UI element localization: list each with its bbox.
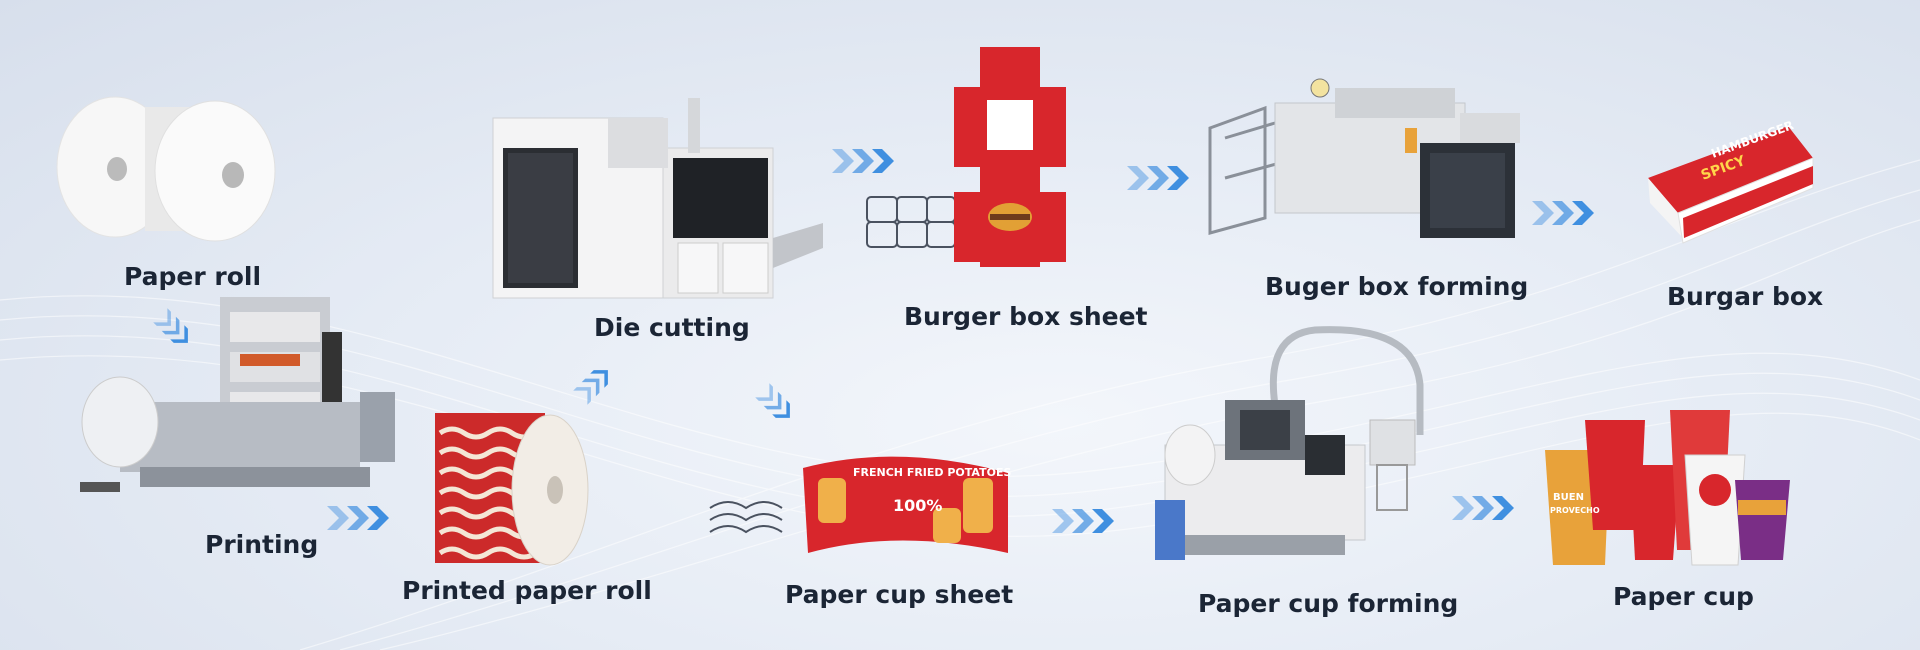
arrow-die-cutting-to-cup-sheet <box>755 383 790 418</box>
label-paper-cup-sheet: Paper cup sheet <box>785 580 1014 609</box>
arrow-box-forming-to-burger-box <box>1532 201 1594 225</box>
cup-sheet-print-title: FRENCH FRIED POTATOES <box>853 466 1011 479</box>
burger-box-illustration: HAMBURGER SPICY <box>1648 118 1814 244</box>
arrow-die-cutting-to-box-sheet <box>832 149 894 173</box>
cup-sheet-print-percent: 100% <box>893 496 942 515</box>
label-paper-cup-forming: Paper cup forming <box>1198 589 1459 618</box>
die-cutting-machine-illustration <box>492 98 823 299</box>
label-printed-paper-roll: Printed paper roll <box>402 576 652 605</box>
printed-paper-roll-illustration <box>435 413 589 566</box>
paper-roll-illustration <box>56 96 276 242</box>
label-burger-box-sheet: Burger box sheet <box>904 302 1148 331</box>
arrow-printed-roll-to-die-cutting <box>573 370 608 405</box>
arrow-box-sheet-to-box-forming <box>1127 166 1189 190</box>
burger-box-forming-machine-illustration <box>1208 78 1520 238</box>
cup-print-buen: BUEN <box>1553 492 1584 503</box>
label-burger-box: Burgar box <box>1667 282 1824 311</box>
label-die-cutting: Die cutting <box>594 313 750 342</box>
arrow-cup-forming-to-paper-cup <box>1452 496 1514 520</box>
arrow-paper-roll-to-printing <box>153 308 188 343</box>
label-burger-box-forming: Buger box forming <box>1265 272 1529 301</box>
label-paper-roll: Paper roll <box>124 262 262 291</box>
paper-cup-forming-machine-illustration <box>1155 326 1424 560</box>
label-paper-cup: Paper cup <box>1613 582 1754 611</box>
paper-cup-sheet-illustration: FRENCH FRIED POTATOES 100% <box>709 456 1011 553</box>
burger-box-sheet-illustration <box>866 47 1066 267</box>
printing-machine-illustration <box>80 297 395 492</box>
paper-cup-illustration: BUEN PROVECHO <box>1545 410 1790 566</box>
cup-print-provecho: PROVECHO <box>1550 506 1600 515</box>
arrow-printing-to-printed-roll <box>327 506 389 530</box>
label-printing: Printing <box>205 530 319 559</box>
arrow-cup-sheet-to-cup-forming <box>1052 509 1114 533</box>
